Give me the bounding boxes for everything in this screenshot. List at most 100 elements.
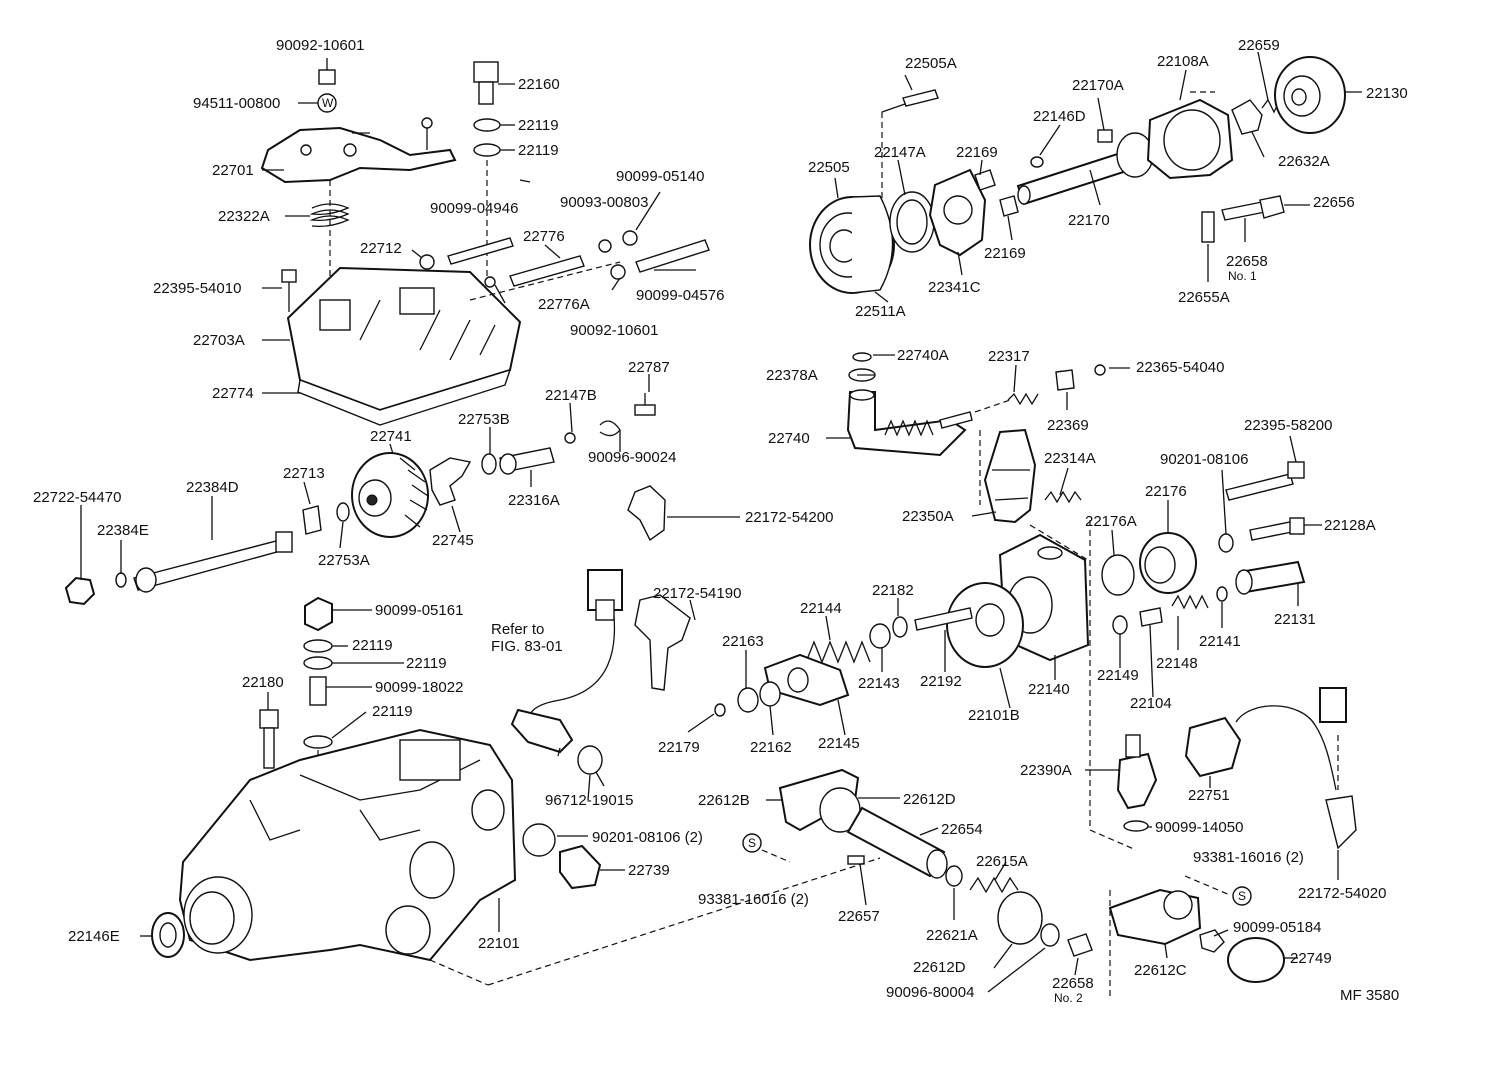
label-22657: 22657 — [838, 908, 880, 925]
label-22395-54010: 22395-54010 — [153, 280, 241, 297]
screw-mark-left: S — [748, 836, 756, 850]
label-22172-54020: 22172-54020 — [1298, 885, 1386, 902]
label-22740: 22740 — [768, 430, 810, 447]
label-figure-code: MF 3580 — [1340, 987, 1399, 1004]
solenoid-cap-shape — [1184, 716, 1242, 778]
label-22739: 22739 — [628, 862, 670, 879]
label-90099-04946: 90099-04946 — [430, 200, 518, 217]
label-22369: 22369 — [1047, 417, 1089, 434]
label-22179: 22179 — [658, 739, 700, 756]
label-22176A: 22176A — [1085, 513, 1137, 530]
timer-group: S S — [429, 768, 1285, 1000]
pump-housing-group — [140, 569, 691, 962]
label-22192: 22192 — [920, 673, 962, 690]
label-22143: 22143 — [858, 675, 900, 692]
label-22147B: 22147B — [545, 387, 597, 404]
label-22176: 22176 — [1145, 483, 1187, 500]
label-22119-b: 22119 — [518, 142, 559, 159]
leader-lines — [80, 51, 1339, 993]
label-22169-bottom: 22169 — [984, 245, 1026, 262]
label-90096-90024: 90096-90024 — [588, 449, 676, 466]
label-90201-08106: 90201-08106 — [1160, 451, 1248, 468]
label-22172-54190: 22172-54190 — [653, 585, 741, 602]
label-90099-04576: 90099-04576 — [636, 287, 724, 304]
label-22131: 22131 — [1274, 611, 1316, 628]
label-22149: 22149 — [1097, 667, 1139, 684]
label-22749: 22749 — [1290, 950, 1332, 967]
label-22119-c: 22119 — [352, 637, 393, 654]
part-labels: 90092-10601 94511-00800 22701 22322A 227… — [33, 37, 1408, 1005]
label-22182: 22182 — [872, 582, 914, 599]
label-22140: 22140 — [1028, 681, 1070, 698]
label-22776: 22776 — [523, 228, 565, 245]
label-22658-no1: 22658 — [1226, 253, 1268, 270]
label-no-2: No. 2 — [1054, 991, 1083, 1005]
label-22119-e: 22119 — [372, 703, 413, 720]
label-22341C: 22341C — [928, 279, 981, 296]
label-22753B: 22753B — [458, 411, 510, 428]
label-22104: 22104 — [1130, 695, 1172, 712]
label-22322A: 22322A — [218, 208, 270, 225]
label-22703A: 22703A — [193, 332, 245, 349]
label-22722-54470: 22722-54470 — [33, 489, 121, 506]
label-22395-58200: 22395-58200 — [1244, 417, 1332, 434]
label-93381-16016-right: 93381-16016 (2) — [1193, 849, 1304, 866]
label-22659: 22659 — [1238, 37, 1280, 54]
label-22146E: 22146E — [68, 928, 120, 945]
label-22656: 22656 — [1313, 194, 1355, 211]
label-93381-16016-left: 93381-16016 (2) — [698, 891, 809, 908]
label-22740A: 22740A — [897, 347, 949, 364]
label-22365-54040: 22365-54040 — [1136, 359, 1224, 376]
label-22745: 22745 — [432, 532, 474, 549]
label-90201-08106-2: 90201-08106 (2) — [592, 829, 703, 846]
label-22384E: 22384E — [97, 522, 149, 539]
label-22160: 22160 — [518, 76, 560, 93]
label-22612B: 22612B — [698, 792, 750, 809]
drive-shaft-group — [64, 393, 740, 606]
label-22384D: 22384D — [186, 479, 239, 496]
label-fig-83-01: FIG. 83-01 — [491, 638, 563, 655]
label-22119-d: 22119 — [406, 655, 447, 672]
label-90099-05184: 90099-05184 — [1233, 919, 1321, 936]
label-22713: 22713 — [283, 465, 325, 482]
label-22751: 22751 — [1188, 787, 1230, 804]
label-22146D: 22146D — [1033, 108, 1086, 125]
label-22180: 22180 — [242, 674, 284, 691]
label-no-1: No. 1 — [1228, 269, 1257, 283]
label-22169-top: 22169 — [956, 144, 998, 161]
lever-bracket-shape — [260, 126, 457, 184]
label-22108A: 22108A — [1157, 53, 1209, 70]
label-90093-00803: 90093-00803 — [560, 194, 648, 211]
label-22148: 22148 — [1156, 655, 1198, 672]
label-90096-80004: 90096-80004 — [886, 984, 974, 1001]
timer-tube-shape — [846, 806, 946, 878]
label-22101: 22101 — [478, 935, 520, 952]
label-96712-19015: 96712-19015 — [545, 792, 633, 809]
label-22170A: 22170A — [1072, 77, 1124, 94]
label-22147A: 22147A — [874, 144, 926, 161]
label-22632A: 22632A — [1278, 153, 1330, 170]
label-90092-10601-top: 90092-10601 — [276, 37, 364, 54]
label-22505A: 22505A — [905, 55, 957, 72]
label-22615A: 22615A — [976, 853, 1028, 870]
label-22658-no2: 22658 — [1052, 975, 1094, 992]
label-22172-54200: 22172-54200 — [745, 509, 833, 526]
label-22101B: 22101B — [968, 707, 1020, 724]
label-22390A: 22390A — [1020, 762, 1072, 779]
label-22378A: 22378A — [766, 367, 818, 384]
label-22144: 22144 — [800, 600, 842, 617]
label-22712: 22712 — [360, 240, 402, 257]
label-22163: 22163 — [722, 633, 764, 650]
label-22505: 22505 — [808, 159, 850, 176]
solenoid-body-shape — [846, 391, 967, 457]
label-22350A: 22350A — [902, 508, 954, 525]
label-22654: 22654 — [941, 821, 983, 838]
screw-mark-right: S — [1238, 889, 1246, 903]
label-22317: 22317 — [988, 348, 1030, 365]
label-refer-to: Refer to — [491, 621, 544, 638]
injection-pump-group — [687, 352, 1357, 851]
label-22141: 22141 — [1199, 633, 1241, 650]
spring-shape — [309, 203, 350, 228]
